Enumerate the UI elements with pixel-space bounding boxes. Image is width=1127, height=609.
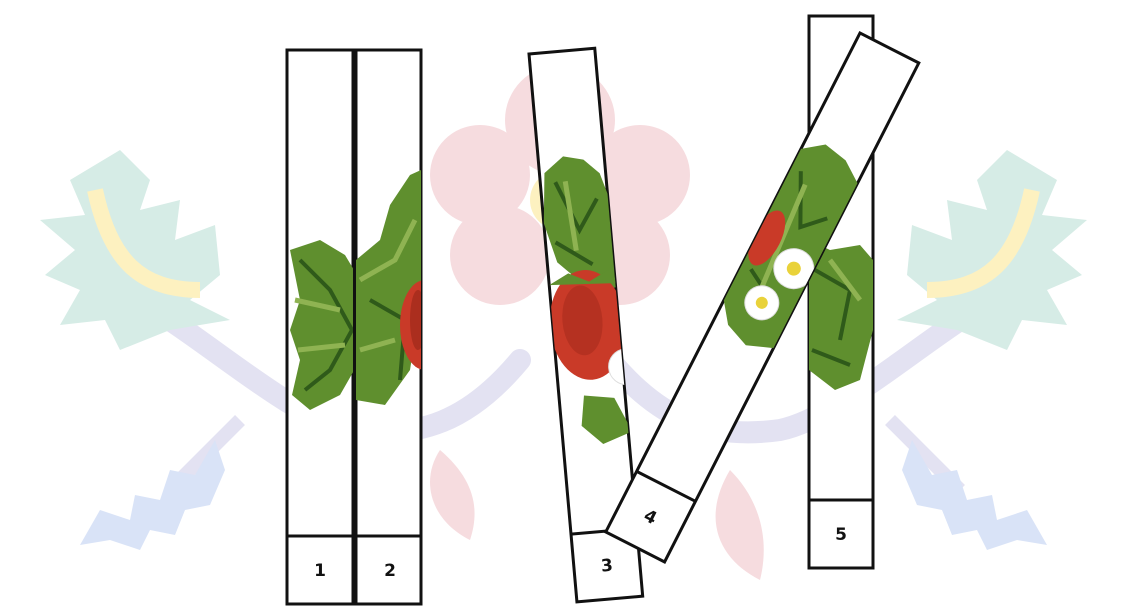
- bg-stem-right: [599, 309, 971, 444]
- bg-pink-leaf-left: [430, 450, 475, 540]
- strip-2-artwork: [356, 170, 421, 405]
- puzzle-strip-3[interactable]: 3: [526, 46, 665, 604]
- puzzle-strip-4[interactable]: 4: [602, 30, 921, 564]
- strip-4-flower-b: [744, 285, 780, 321]
- strip-3-artwork: [543, 156, 643, 445]
- bg-leaf-blue-left: [80, 440, 225, 550]
- bg-leaf-left: [40, 150, 230, 350]
- puzzle-strip-1[interactable]: 1: [285, 48, 360, 606]
- bg-leaf-blue-right: [902, 440, 1047, 550]
- strip-5-artwork: [809, 240, 873, 390]
- strip-1-artwork: [290, 240, 353, 410]
- puzzle-strip-2[interactable]: 2: [354, 48, 450, 606]
- bg-leaf-left-yellow: [87, 188, 201, 298]
- bg-leaf-right-yellow: [926, 188, 1040, 298]
- strip-2-number: 2: [384, 561, 396, 581]
- strip-4-artwork: [723, 144, 858, 349]
- bg-leaf-right: [897, 150, 1087, 350]
- strip-1-number: 1: [314, 561, 326, 581]
- strip-5-number: 5: [835, 525, 847, 545]
- bg-pink-leaf-right: [715, 470, 764, 580]
- strip-3-number: 3: [600, 556, 614, 577]
